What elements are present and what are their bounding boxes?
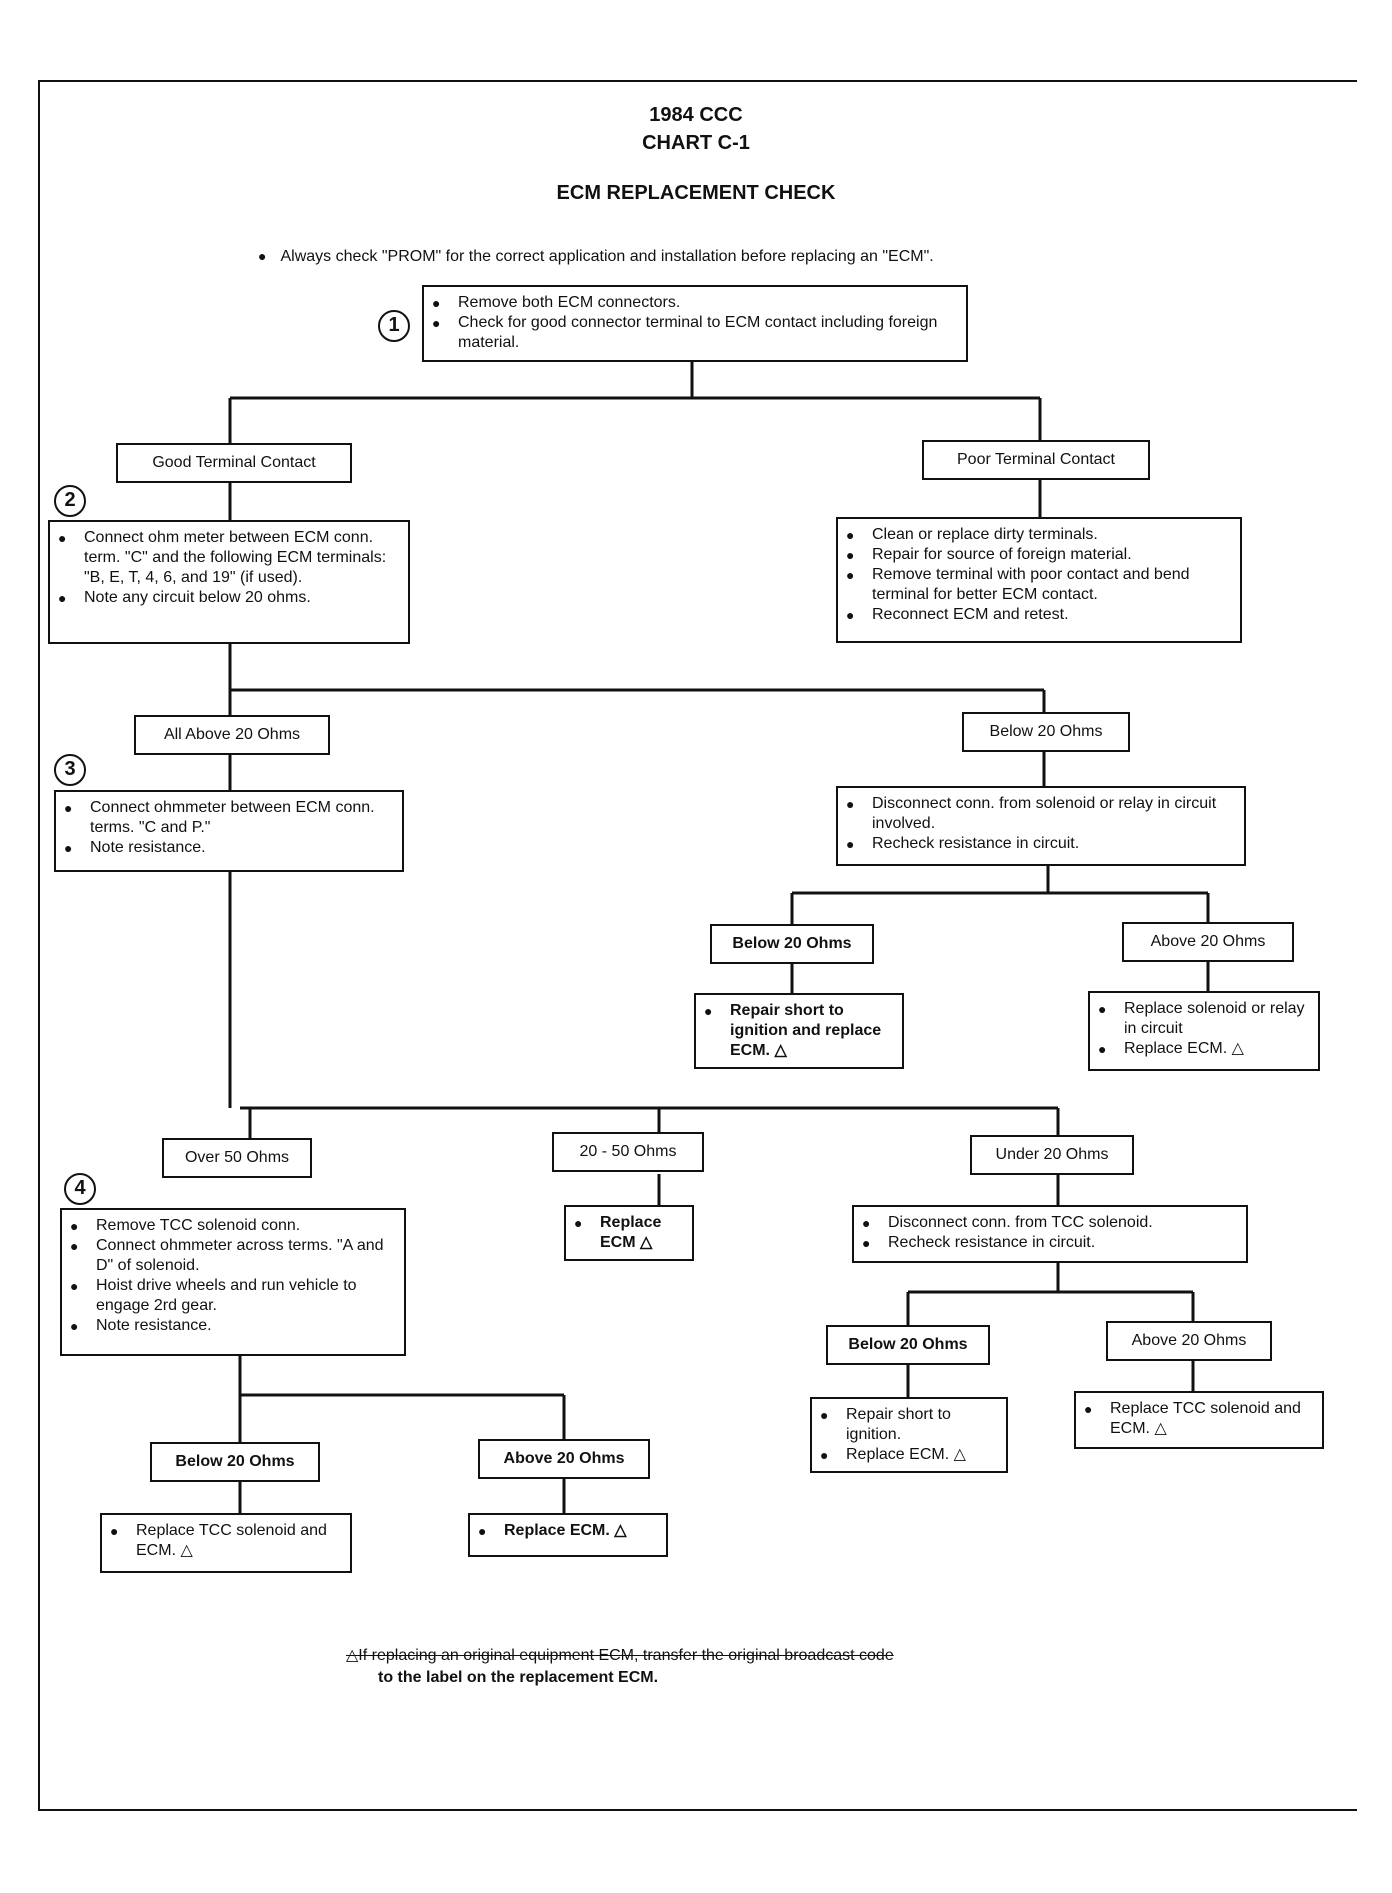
replace-ecm-box-last: Replace ECM. △ — [468, 1513, 668, 1557]
list-item: Repair short to ignition. — [820, 1405, 996, 1445]
replace-tcc-box-2: Replace TCC solenoid and ECM. △ — [1074, 1391, 1324, 1449]
page-frame — [38, 80, 1357, 1811]
list-item: Note resistance. — [64, 838, 392, 858]
step-marker-2: 2 — [54, 485, 86, 517]
label-all-above-20-ohms: All Above 20 Ohms — [134, 715, 330, 755]
chart-title-number: CHART C-1 — [642, 132, 750, 154]
list-item: Note resistance. — [70, 1316, 394, 1336]
list-item: Disconnect conn. from solenoid or relay … — [846, 794, 1234, 834]
connector-below20box-split — [790, 865, 1210, 925]
replace-ecm-20-50-box: Replace ECM △ — [564, 1205, 694, 1261]
list-item: Recheck resistance in circuit. — [846, 834, 1234, 854]
list-item: Check for good connector terminal to ECM… — [432, 313, 956, 353]
list-item: Replace ECM. △ — [820, 1445, 996, 1465]
label-poor-terminal-contact: Poor Terminal Contact — [922, 440, 1150, 480]
list-item: Replace solenoid or relay in circuit — [1098, 999, 1308, 1039]
label-below-20-ohms-b: Below 20 Ohms — [710, 924, 874, 964]
list-item: Remove both ECM connectors. — [432, 293, 956, 313]
list-item: Connect ohmmeter between ECM conn. terms… — [64, 798, 392, 838]
step3-box: Connect ohmmeter between ECM conn. terms… — [54, 790, 404, 872]
replace-solenoid-box: Replace solenoid or relay in circuit Rep… — [1088, 991, 1320, 1071]
label-20-50-ohms: 20 - 50 Ohms — [552, 1132, 704, 1172]
label-under-20-ohms: Under 20 Ohms — [970, 1135, 1134, 1175]
bullet-icon: ● — [258, 248, 267, 264]
step-marker-4: 4 — [64, 1173, 96, 1205]
step-marker-1: 1 — [378, 310, 410, 342]
under20-disconnect-box: Disconnect conn. from TCC solenoid. Rech… — [852, 1205, 1248, 1263]
list-item: Recheck resistance in circuit. — [862, 1233, 1236, 1253]
label-below-20-ohms: Below 20 Ohms — [962, 712, 1130, 752]
step2-box: Connect ohm meter between ECM conn. term… — [48, 520, 410, 644]
below20-disconnect-box: Disconnect conn. from solenoid or relay … — [836, 786, 1246, 866]
list-item: Remove TCC solenoid conn. — [70, 1216, 394, 1236]
list-item: Replace ECM △ — [574, 1213, 682, 1253]
connector-step4-split — [238, 1354, 566, 1443]
footnote: △If replacing an original equipment ECM,… — [346, 1645, 894, 1689]
list-item: Hoist drive wheels and run vehicle to en… — [70, 1276, 394, 1316]
chart-title-name: ECM REPLACEMENT CHECK — [556, 182, 836, 204]
list-item: Replace ECM. △ — [478, 1521, 656, 1541]
label-over-50-ohms: Over 50 Ohms — [162, 1138, 312, 1178]
repair-short-ignition-box: Repair short to ignition and replace ECM… — [694, 993, 904, 1069]
label-above-20-ohms-b: Above 20 Ohms — [1122, 922, 1294, 962]
step1-box: Remove both ECM connectors. Check for go… — [422, 285, 968, 362]
footnote-line-2: to the label on the replacement ECM. — [378, 1669, 659, 1686]
connector-step1-split — [228, 360, 1042, 445]
list-item: Connect ohmmeter across terms. "A and D"… — [70, 1236, 394, 1276]
list-item: Disconnect conn. from TCC solenoid. — [862, 1213, 1236, 1233]
step4-box: Remove TCC solenoid conn. Connect ohmmet… — [60, 1208, 406, 1356]
label-below-20-ohms-d: Below 20 Ohms — [150, 1442, 320, 1482]
list-item: Clean or replace dirty terminals. — [846, 525, 1230, 545]
list-item: Reconnect ECM and retest. — [846, 605, 1230, 625]
list-item: Remove terminal with poor contact and be… — [846, 565, 1230, 605]
connector-under20box-split — [906, 1262, 1195, 1326]
intro-text: Always check "PROM" for the correct appl… — [280, 248, 934, 265]
label-above-20-ohms-c: Above 20 Ohms — [1106, 1321, 1272, 1361]
label-good-terminal-contact: Good Terminal Contact — [116, 443, 352, 483]
list-item: Connect ohm meter between ECM conn. term… — [58, 528, 398, 588]
list-item: Note any circuit below 20 ohms. — [58, 588, 398, 608]
label-below-20-ohms-c: Below 20 Ohms — [826, 1325, 990, 1365]
replace-tcc-box-1: Replace TCC solenoid and ECM. △ — [100, 1513, 352, 1573]
connector-step2-split — [228, 642, 1046, 716]
intro-note: ● Always check "PROM" for the correct app… — [258, 245, 934, 268]
list-item: Replace TCC solenoid and ECM. △ — [110, 1521, 340, 1561]
connector-step3-split — [228, 870, 1060, 1139]
poor-contact-box: Clean or replace dirty terminals. Repair… — [836, 517, 1242, 643]
step-marker-3: 3 — [54, 754, 86, 786]
footnote-line-1: △If replacing an original equipment ECM,… — [346, 1647, 894, 1664]
list-item: Repair short to ignition and replace ECM… — [704, 1001, 892, 1061]
repair-short-ignition-box-2: Repair short to ignition. Replace ECM. △ — [810, 1397, 1008, 1473]
chart-title-year: 1984 CCC — [649, 104, 743, 126]
label-above-20-ohms-d: Above 20 Ohms — [478, 1439, 650, 1479]
list-item: Repair for source of foreign material. — [846, 545, 1230, 565]
list-item: Replace TCC solenoid and ECM. △ — [1084, 1399, 1312, 1439]
list-item: Replace ECM. △ — [1098, 1039, 1308, 1059]
